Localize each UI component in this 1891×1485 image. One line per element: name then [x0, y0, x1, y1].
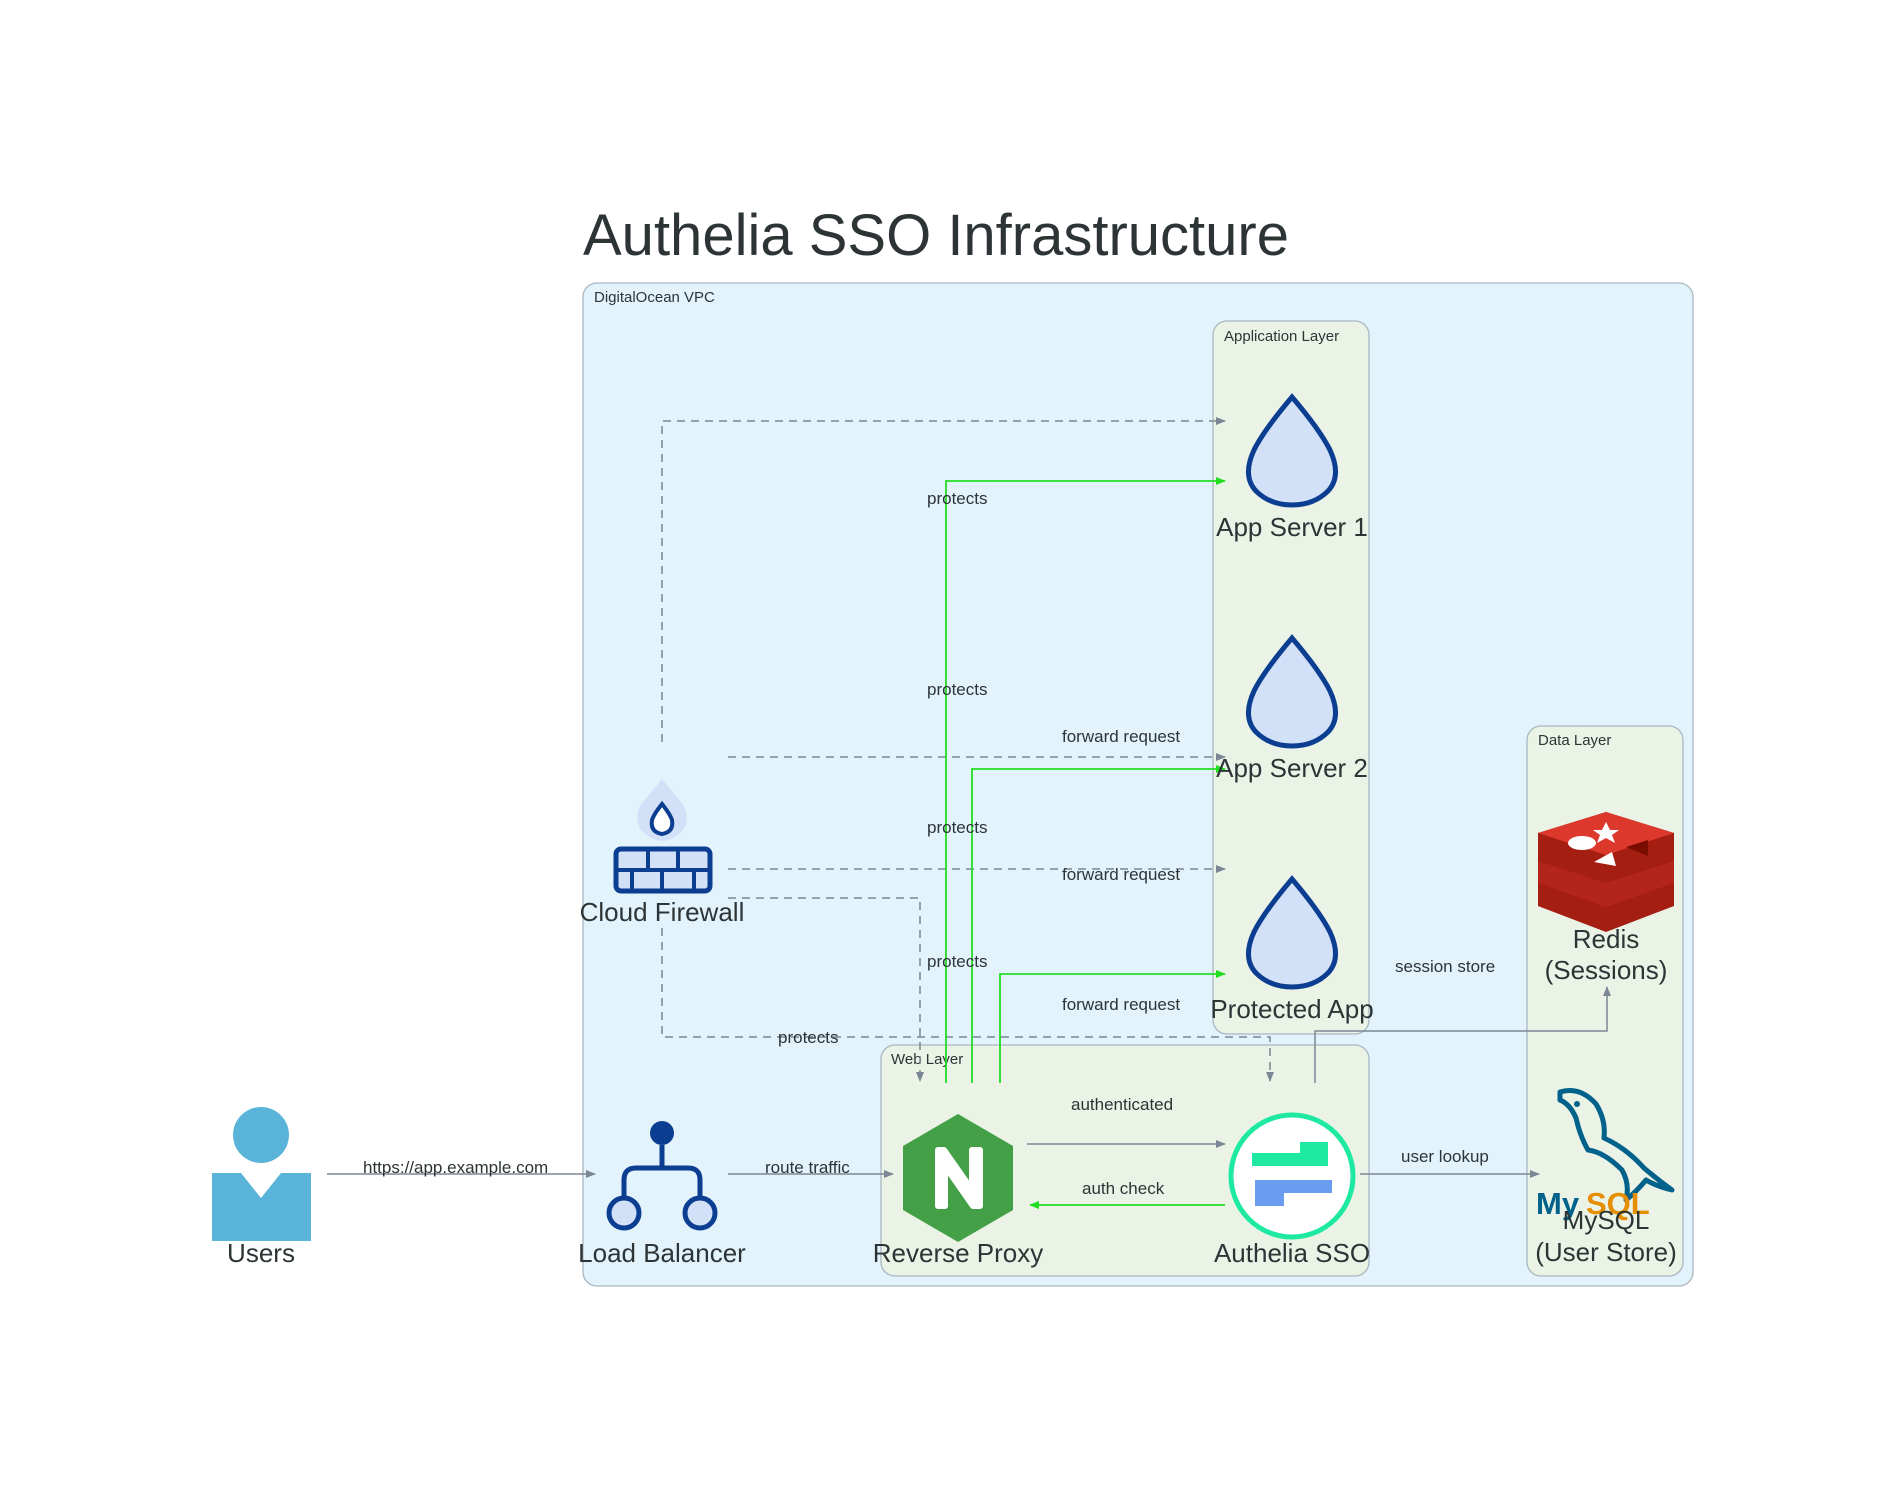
- nginx-icon: [903, 1114, 1013, 1242]
- edge-label-forward-request-2: forward request: [1062, 865, 1180, 884]
- svg-text:My: My: [1536, 1186, 1580, 1221]
- authelia-sso-node[interactable]: Authelia SSO: [1214, 1112, 1370, 1268]
- mysql-label-line1: MySQL: [1563, 1205, 1650, 1235]
- mysql-label-line2: (User Store): [1535, 1237, 1677, 1267]
- droplet-icon: [1246, 875, 1338, 990]
- protect-edges: [945, 477, 1226, 1209]
- cluster-vpc: DigitalOcean VPC: [582, 282, 1694, 1287]
- app-server-2-node[interactable]: App Server 2: [1216, 634, 1368, 783]
- protects-protected-app-edge: [999, 970, 1226, 1083]
- session-store-edge: [1314, 986, 1611, 1083]
- protects-app-server-2-edge: [971, 765, 1226, 1083]
- cluster-application-layer-label: Application Layer: [1224, 328, 1339, 345]
- reverse-proxy-node[interactable]: Reverse Proxy: [873, 1114, 1044, 1268]
- app-server-1-node[interactable]: App Server 1: [1216, 393, 1368, 542]
- redis-label-line2: (Sessions): [1545, 955, 1668, 985]
- edge-label-user-lookup: user lookup: [1401, 1147, 1489, 1166]
- edge-label-protects-5: protects: [778, 1028, 838, 1047]
- mysql-icon: My SQL: [1536, 1088, 1675, 1221]
- cluster-data-layer-label: Data Layer: [1538, 732, 1611, 749]
- load-balancer-node[interactable]: Load Balancer: [578, 1121, 746, 1268]
- redis-icon: [1538, 812, 1674, 932]
- load-balancer-label: Load Balancer: [578, 1238, 746, 1268]
- users-label: Users: [227, 1238, 295, 1268]
- cluster-vpc-label: DigitalOcean VPC: [594, 289, 715, 306]
- authelia-icon: [1228, 1112, 1356, 1240]
- edge-label-forward-request-3: forward request: [1062, 995, 1180, 1014]
- droplet-icon: [1246, 634, 1338, 749]
- edge-label-protects-3: protects: [927, 818, 987, 837]
- edge-label-authenticated: authenticated: [1071, 1095, 1173, 1114]
- edge-label-route-traffic: route traffic: [765, 1158, 850, 1177]
- firewall-edges: [661, 417, 1274, 1082]
- load-balancer-icon: [606, 1121, 718, 1231]
- edge-label-protects-2: protects: [927, 680, 987, 699]
- redis-node[interactable]: Redis (Sessions): [1538, 812, 1674, 985]
- edge-label-https: https://app.example.com: [363, 1158, 548, 1177]
- svg-text:SQL: SQL: [1586, 1186, 1650, 1221]
- protected-app-node[interactable]: Protected App: [1210, 875, 1374, 1024]
- edge-label-session-store: session store: [1395, 957, 1495, 976]
- droplet-icon: [1246, 393, 1338, 508]
- cluster-web-layer-label: Web Layer: [891, 1051, 963, 1068]
- cloud-firewall-label: Cloud Firewall: [580, 897, 745, 927]
- firewall-to-authelia-edge: [661, 928, 1274, 1082]
- app-server-2-label: App Server 2: [1216, 753, 1368, 783]
- diagram-title: Authelia SSO Infrastructure: [583, 203, 1289, 268]
- edge-label-auth-check: auth check: [1082, 1179, 1165, 1198]
- edge-labels: https://app.example.com route traffic au…: [363, 489, 1495, 1198]
- edge-label-protects-1: protects: [927, 489, 987, 508]
- firewall-icon: [613, 779, 713, 894]
- edge-label-protects-4: protects: [927, 952, 987, 971]
- redis-label-line1: Redis: [1573, 924, 1639, 954]
- solid-edges: [327, 986, 1611, 1178]
- app-server-1-label: App Server 1: [1216, 512, 1368, 542]
- protects-app-server-1-edge: [945, 477, 1226, 1083]
- mysql-node[interactable]: My SQL MySQL (User Store): [1535, 1088, 1677, 1268]
- firewall-to-reverse-proxy-edge: [728, 897, 924, 1082]
- authelia-sso-label: Authelia SSO: [1214, 1238, 1370, 1268]
- cloud-firewall-node[interactable]: Cloud Firewall: [580, 779, 745, 927]
- protected-app-label: Protected App: [1210, 994, 1373, 1024]
- user-icon: [212, 1107, 311, 1241]
- users-node[interactable]: Users: [212, 1107, 311, 1268]
- edge-label-forward-request-1: forward request: [1062, 727, 1180, 746]
- reverse-proxy-label: Reverse Proxy: [873, 1238, 1044, 1268]
